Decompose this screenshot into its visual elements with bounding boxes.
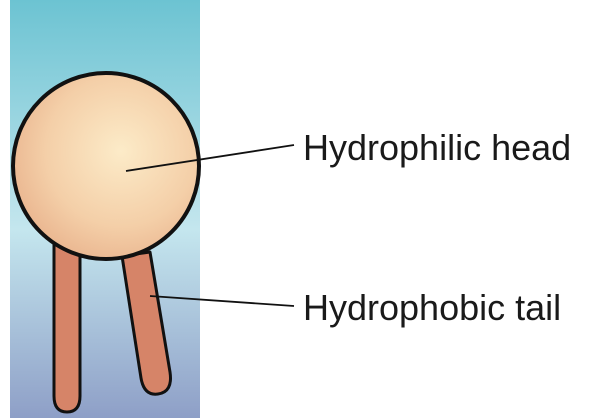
tail-label: Hydrophobic tail: [303, 287, 561, 328]
hydrophilic-head: [13, 73, 199, 259]
head-label: Hydrophilic head: [303, 127, 571, 168]
left-tail: [54, 236, 80, 412]
